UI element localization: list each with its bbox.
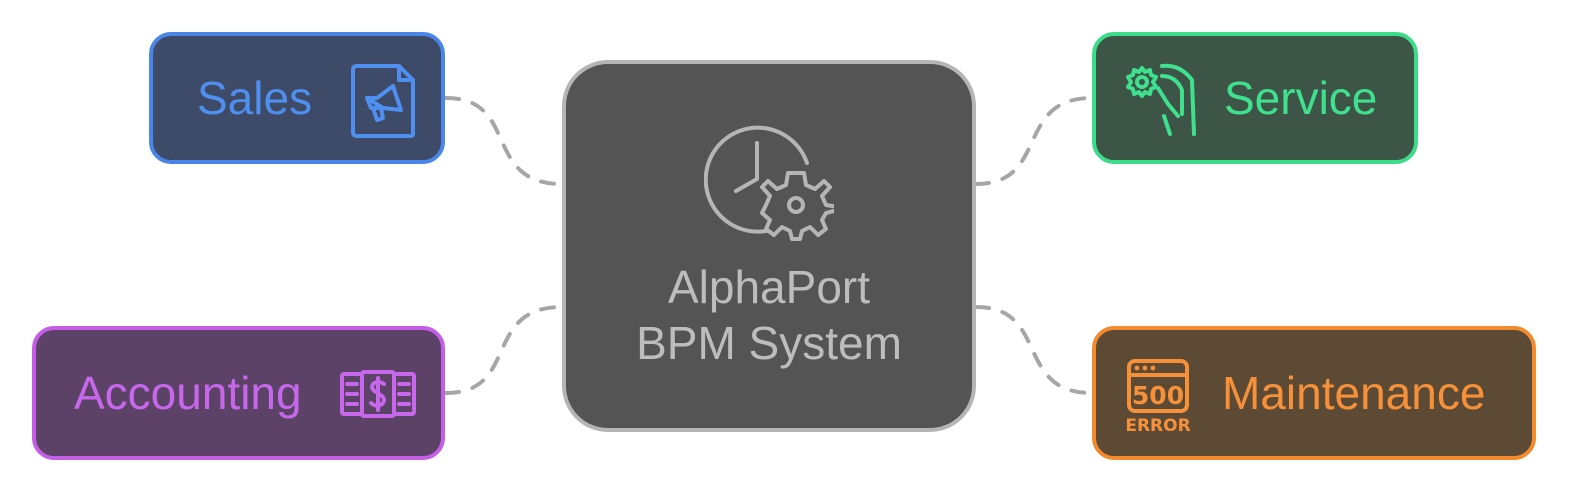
service-label: Service (1224, 72, 1378, 124)
server-error-code: 500 (1132, 381, 1184, 410)
megaphone-document-icon (351, 64, 415, 138)
server-error-text: ERROR (1126, 416, 1191, 434)
center-node: AlphaPort BPM System (562, 60, 976, 432)
maintenance-label: Maintenance (1222, 367, 1486, 419)
hand-gear-icon (1126, 63, 1196, 136)
center-title-line-1: AlphaPort (667, 260, 870, 313)
accounting-label: Accounting (74, 367, 302, 419)
connector-accounting (444, 305, 564, 395)
sales-label: Sales (197, 72, 313, 124)
money-ledger-icon (340, 370, 416, 418)
center-title: AlphaPort BPM System (636, 259, 902, 371)
center-title-line-2: BPM System (636, 317, 902, 369)
service-node: Service (1092, 32, 1418, 164)
connector-service (974, 96, 1094, 186)
connector-maintenance (974, 305, 1094, 395)
sales-node: Sales (149, 32, 445, 164)
server-error-icon: 500 ERROR (1126, 359, 1191, 434)
maintenance-node: 500 ERROR Maintenance (1092, 326, 1536, 460)
accounting-node: Accounting (32, 326, 445, 460)
clock-gear-icon (704, 125, 834, 241)
connector-sales (444, 96, 564, 186)
